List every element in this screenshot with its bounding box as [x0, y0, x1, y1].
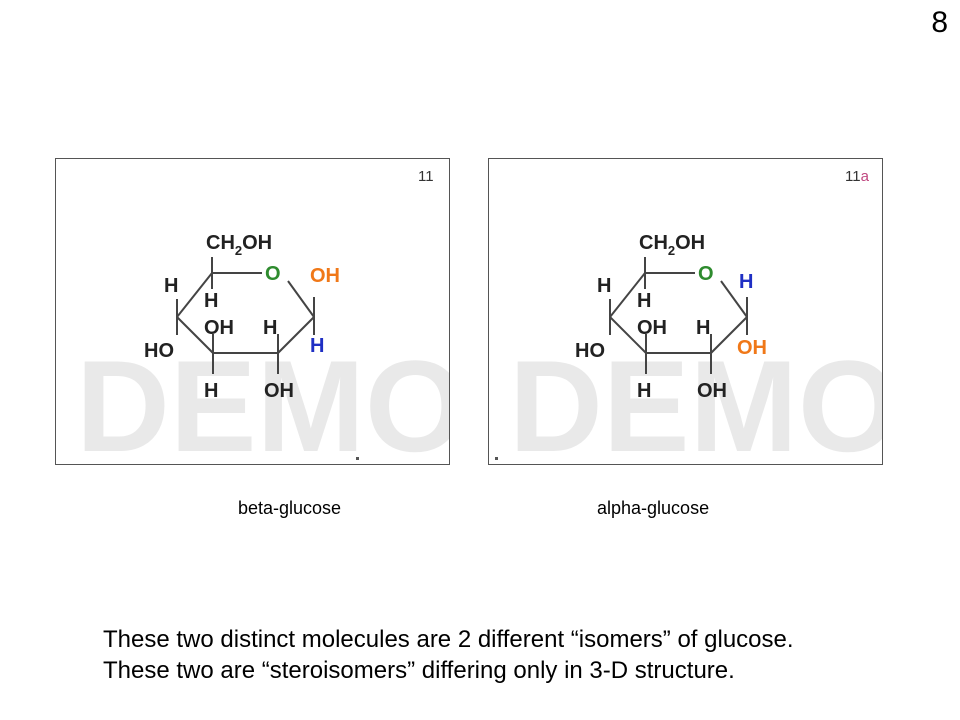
c3-lower-h: H	[204, 380, 218, 402]
c2-upper-h: H	[696, 317, 710, 339]
ring-oxygen: O	[265, 263, 281, 285]
beta-glucose-structure: DEMO 11 CH2OH O OH H H H HO	[76, 168, 450, 465]
anomeric-bottom-label: H	[310, 335, 324, 357]
scan-dot	[356, 457, 359, 460]
scan-dot	[495, 457, 498, 460]
alpha-glucose-structure: DEMO 11a CH2OH O H OH H H H	[495, 168, 883, 465]
ch2oh-label: CH2OH	[639, 232, 705, 258]
watermark: DEMO	[509, 333, 883, 465]
alpha-glucose-caption: alpha-glucose	[597, 498, 710, 518]
figure-label: 11	[418, 168, 434, 185]
beta-glucose-caption: beta-glucose	[238, 498, 342, 518]
c4-upper-h: H	[164, 275, 178, 297]
ring-oxygen: O	[698, 263, 714, 285]
c2-oh-label: OH	[697, 380, 727, 402]
c3-oh-label: OH	[637, 317, 667, 339]
ring-bonds	[176, 257, 315, 374]
beta-glucose-panel: DEMO 11 CH2OH O OH H H H HO	[55, 158, 450, 465]
atom-labels: CH2OH O OH H H H HO OH H H OH	[144, 232, 340, 402]
anomeric-top-label: OH	[310, 265, 340, 287]
ch2oh-label: CH2OH	[206, 232, 272, 258]
c3-lower-h: H	[637, 380, 651, 402]
c3-oh-label: OH	[204, 317, 234, 339]
c5-lower-h: H	[637, 290, 651, 312]
atom-labels: CH2OH O H OH H H HO OH H H OH	[575, 232, 767, 402]
c4-upper-h: H	[597, 275, 611, 297]
c4-ho-label: HO	[144, 340, 174, 362]
alpha-glucose-panel: DEMO 11a CH2OH O H OH H H H	[488, 158, 883, 465]
explanation-line-2: These two are “steroisomers” differing o…	[103, 657, 735, 684]
c4-ho-label: HO	[575, 340, 605, 362]
c2-upper-h: H	[263, 317, 277, 339]
c2-oh-label: OH	[264, 380, 294, 402]
explanation-line-1: These two distinct molecules are 2 diffe…	[103, 626, 794, 653]
watermark: DEMO	[76, 333, 450, 465]
slide-number: 8	[931, 6, 948, 39]
explanation-text: These two distinct molecules are 2 diffe…	[103, 624, 794, 686]
anomeric-bottom-label: OH	[737, 337, 767, 359]
anomeric-top-label: H	[739, 271, 753, 293]
ring-bonds	[609, 257, 748, 374]
c5-lower-h: H	[204, 290, 218, 312]
figure-label: 11a	[845, 168, 870, 185]
